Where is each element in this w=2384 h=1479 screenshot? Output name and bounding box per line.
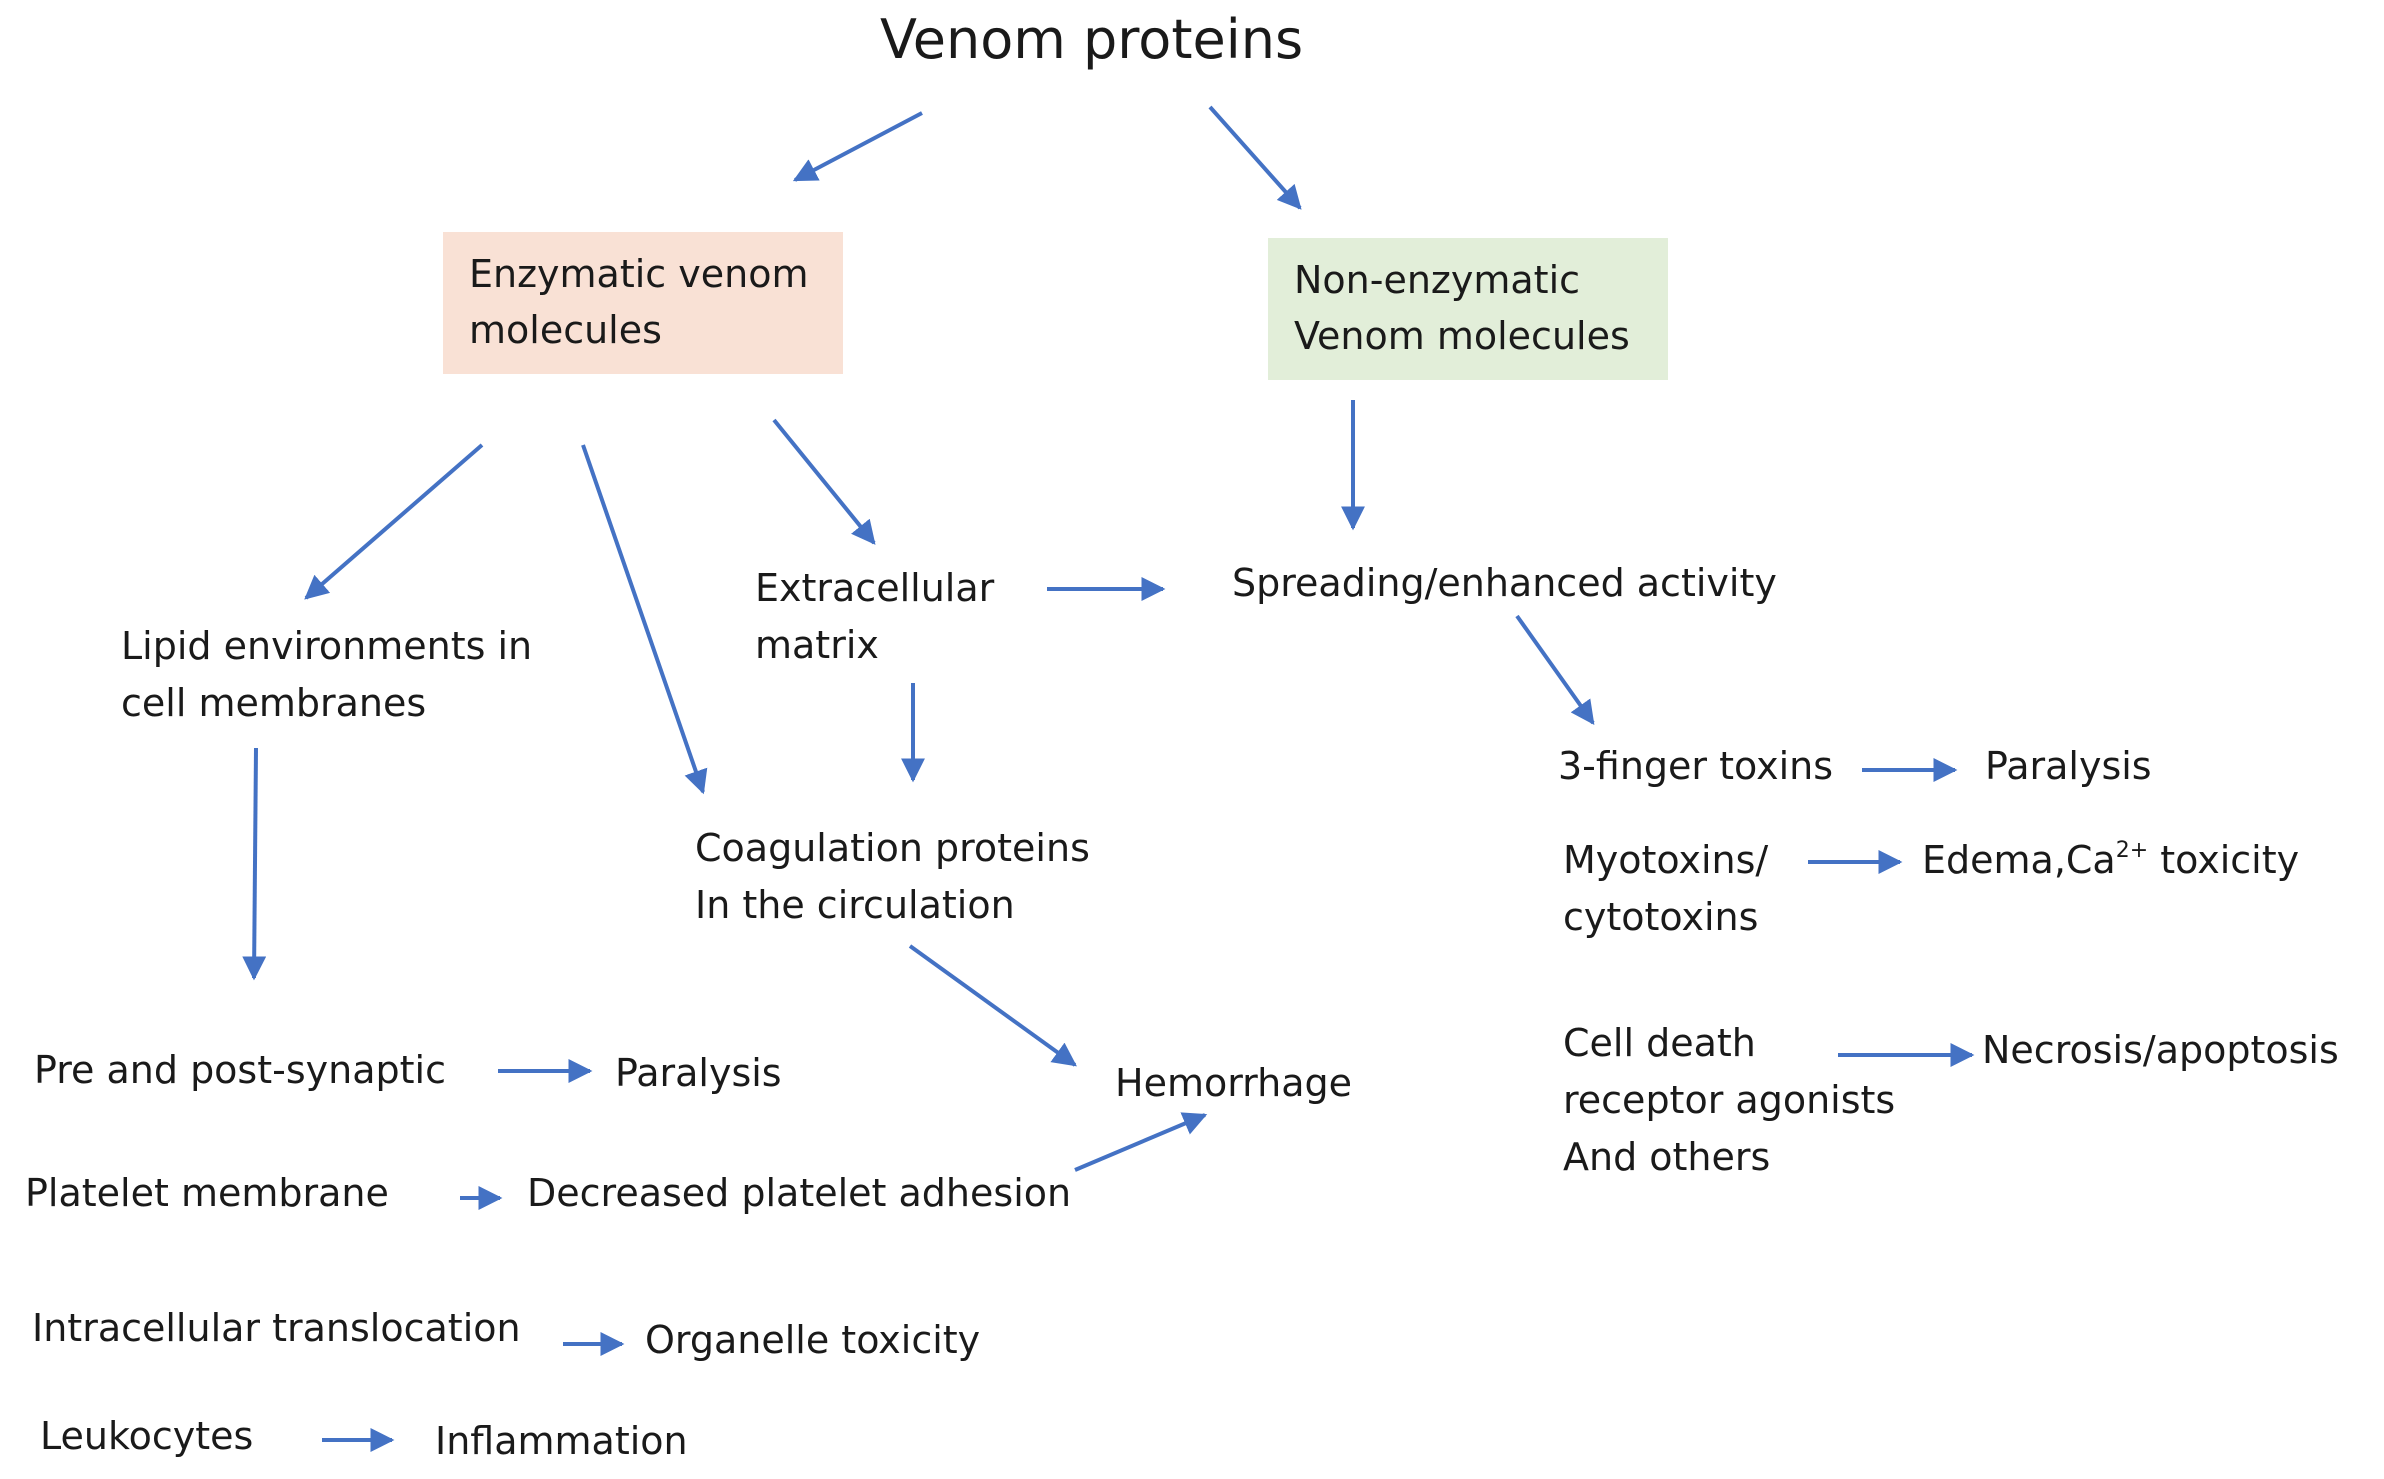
cell-death-line-3: And others (1563, 1135, 1771, 1179)
arrow-venom-to-nonenzymatic (1208, 105, 1302, 210)
arrow-coagulation-to-hemorrhage (908, 944, 1077, 1067)
myotoxins-node: Myotoxins/ cytotoxins (1563, 832, 1768, 946)
diagram-title: Venom proteins (880, 8, 1304, 71)
arrow-decreased-to-hemorrhage (1074, 1112, 1208, 1172)
coagulation-line-1: Coagulation proteins (695, 826, 1090, 870)
enzymatic-line-1: Enzymatic venom (469, 252, 809, 296)
coagulation-line-2: In the circulation (695, 883, 1015, 927)
hemorrhage-node: Hemorrhage (1115, 1061, 1352, 1105)
arrow-spreading-to-3finger (1515, 614, 1595, 725)
arrow-lipid-to-prepost (242, 747, 267, 981)
non-enzymatic-box: Non-enzymatic Venom molecules (1268, 238, 1668, 380)
lipid-node: Lipid environments in cell membranes (121, 618, 532, 732)
arrow-enzymatic-to-coagulation (581, 444, 708, 795)
platelet-membrane-node: Platelet membrane (25, 1171, 389, 1215)
lipid-line-1: Lipid environments in (121, 624, 533, 668)
cell-death-node: Cell death receptor agonists And others (1563, 1015, 1895, 1186)
myotoxins-line-2: cytotoxins (1563, 895, 1759, 939)
myotoxins-line-1: Myotoxins/ (1563, 838, 1769, 882)
ecm-node: Extracellular matrix (755, 560, 994, 674)
enzymatic-box: Enzymatic venom molecules (443, 232, 843, 374)
spreading-node: Spreading/enhanced activity (1232, 561, 1777, 605)
arrow-enzymatic-to-lipid (304, 443, 484, 600)
calcium-charge: 2+ (2115, 838, 2149, 863)
arrow-venom-to-enzymatic (792, 111, 923, 182)
pre-post-synaptic-node: Pre and post-synaptic (34, 1048, 446, 1092)
ecm-line-2: matrix (755, 623, 879, 667)
non-enzymatic-line-2: Venom molecules (1294, 314, 1630, 358)
leukocytes-node: Leukocytes (40, 1414, 254, 1458)
paralysis-left-node: Paralysis (615, 1051, 782, 1095)
paralysis-right-node: Paralysis (1985, 744, 2152, 788)
enzymatic-line-2: molecules (469, 308, 662, 352)
non-enzymatic-line-1: Non-enzymatic (1294, 258, 1581, 302)
cell-death-line-1: Cell death (1563, 1021, 1756, 1065)
necrosis-node: Necrosis/apoptosis (1982, 1028, 2339, 1072)
decreased-platelet-node: Decreased platelet adhesion (527, 1171, 1072, 1215)
cell-death-line-2: receptor agonists (1563, 1078, 1896, 1122)
inflammation-node: Inflammation (435, 1419, 688, 1463)
edema-text: Edema,Ca (1922, 838, 2116, 882)
organelle-node: Organelle toxicity (645, 1318, 981, 1362)
lipid-line-2: cell membranes (121, 681, 427, 725)
intracellular-node: Intracellular translocation (32, 1306, 521, 1350)
edema-node: Edema,Ca2+ toxicity (1922, 832, 2299, 889)
coagulation-node: Coagulation proteins In the circulation (695, 820, 1090, 934)
ecm-line-1: Extracellular (755, 566, 995, 610)
three-finger-node: 3-finger toxins (1558, 744, 1834, 788)
toxicity-text: toxicity (2148, 838, 2300, 882)
arrow-enzymatic-to-ecm (772, 418, 876, 545)
